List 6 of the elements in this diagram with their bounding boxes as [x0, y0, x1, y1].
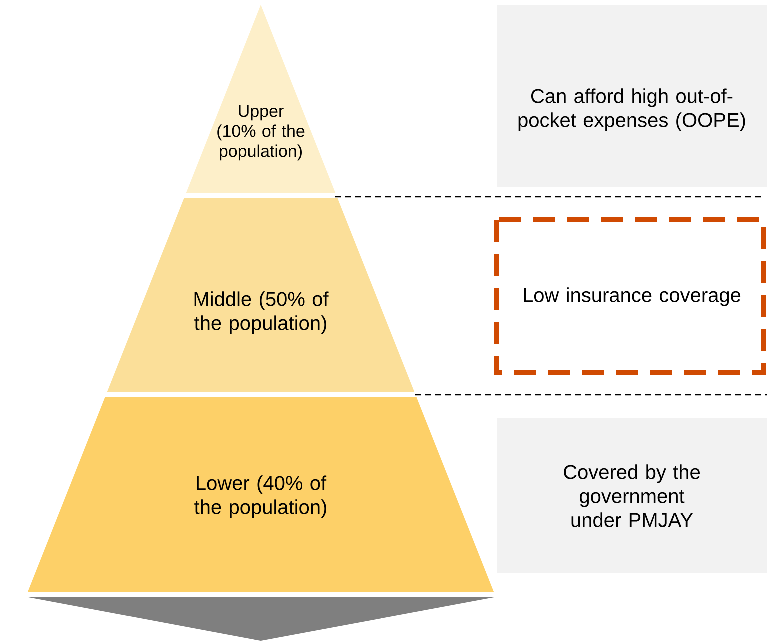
pyramid-band: Lower (40% of the population) — [28, 397, 494, 592]
pyramid-band: Upper (10% of the population) — [186, 5, 336, 193]
info-box: Covered by the government under PMJAY — [497, 418, 767, 573]
info-box: Can afford high out-of-pocket expenses (OOPE) — [497, 5, 767, 187]
highlight-box: Low insurance coverage — [494, 218, 766, 376]
pyramid-band: Middle (50% of the population) — [107, 198, 415, 392]
